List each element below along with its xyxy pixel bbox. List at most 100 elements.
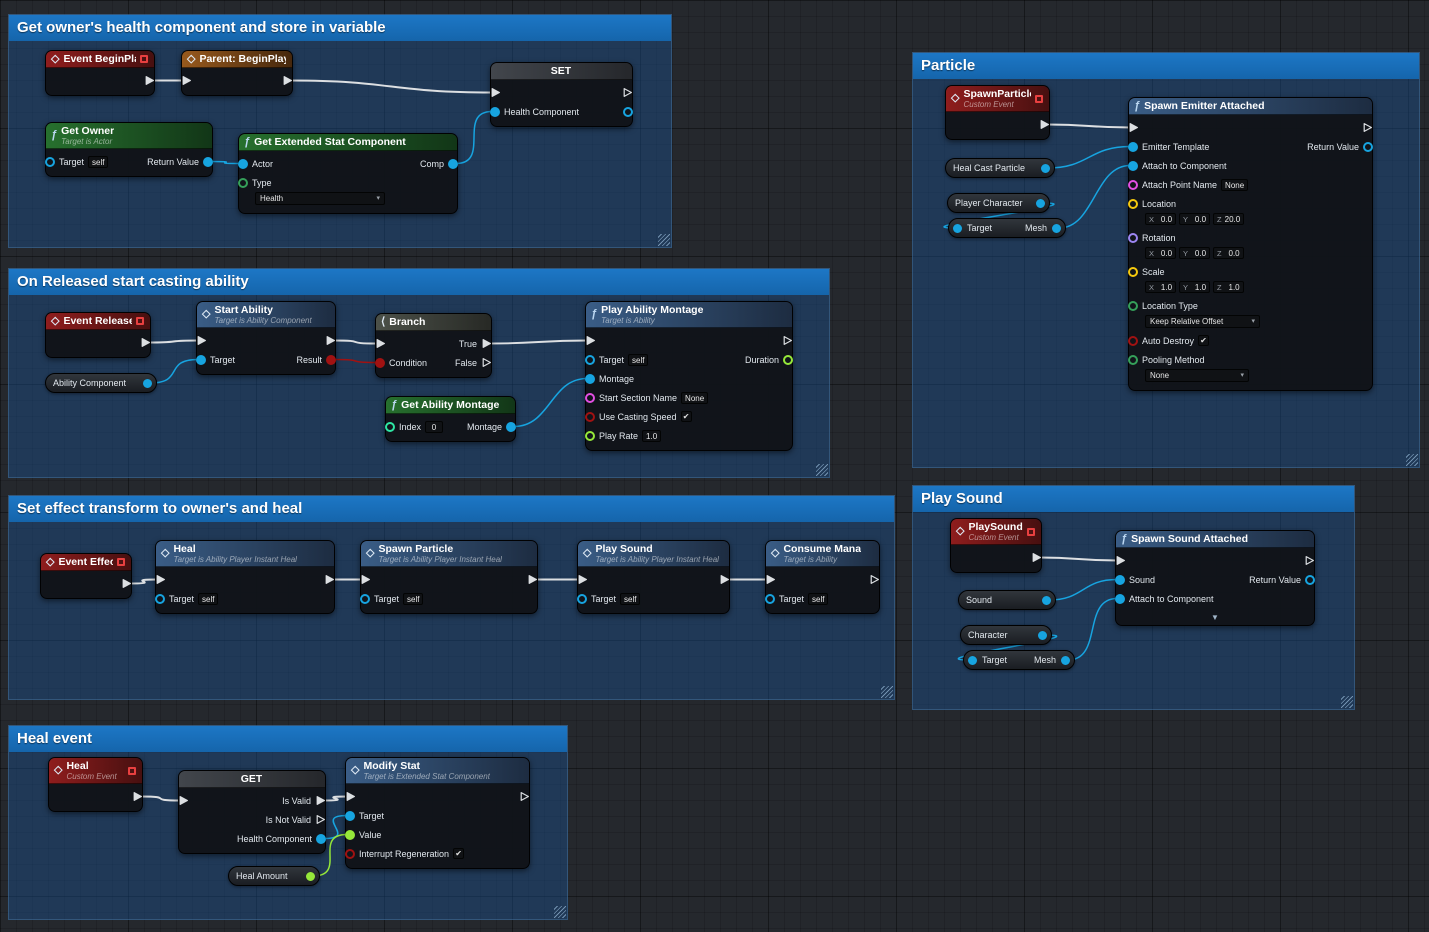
pin-field[interactable]: self: [620, 593, 640, 605]
exec-pin[interactable]: [719, 574, 730, 585]
float-pin[interactable]: [585, 431, 595, 441]
variable-pill-heal_cast_particle_pill[interactable]: Heal Cast Particle: [945, 158, 1055, 178]
float-pin[interactable]: [345, 830, 355, 840]
string-pin[interactable]: [585, 393, 595, 403]
bool-pin[interactable]: [1128, 336, 1138, 346]
node-branch[interactable]: ⟨BranchTrueConditionFalse: [375, 313, 492, 378]
object-pin[interactable]: [345, 811, 355, 821]
exec-pin[interactable]: [181, 75, 192, 86]
vector-pin[interactable]: [1128, 199, 1138, 209]
string-pin[interactable]: [1128, 180, 1138, 190]
object-pin[interactable]: [316, 834, 326, 844]
checkbox[interactable]: ✔: [453, 848, 464, 859]
resize-handle[interactable]: [881, 686, 893, 698]
bool-pin[interactable]: [585, 412, 595, 422]
comment-header[interactable]: Get owner's health component and store i…: [9, 15, 671, 41]
object-pin[interactable]: [203, 157, 213, 167]
exec-pin[interactable]: [527, 574, 538, 585]
vector-field-y[interactable]: Y0.0: [1179, 213, 1210, 225]
comment-header[interactable]: Set effect transform to owner's and heal: [9, 496, 894, 522]
pin-field[interactable]: self: [808, 593, 828, 605]
node-header[interactable]: ◇Event Released: [46, 313, 150, 330]
delegate-pin[interactable]: [1035, 95, 1043, 103]
node-header[interactable]: ƒGet OwnerTarget is Actor: [46, 123, 212, 149]
dropdown[interactable]: Health▾: [255, 192, 385, 205]
node-header[interactable]: ƒPlay Ability MontageTarget is Ability: [586, 302, 792, 328]
object-pin[interactable]: [585, 374, 595, 384]
node-begin_play[interactable]: ◇Event BeginPlay: [45, 50, 155, 96]
enum-pin[interactable]: [238, 178, 248, 188]
object-pin[interactable]: [360, 594, 370, 604]
object-pin[interactable]: [765, 594, 775, 604]
exec-pin[interactable]: [121, 578, 132, 589]
node-start_ability[interactable]: ◇Start AbilityTarget is Ability Componen…: [196, 301, 336, 375]
object-pin[interactable]: [1061, 656, 1070, 665]
variable-pill-heal_amount_pill[interactable]: Heal Amount: [228, 866, 320, 886]
vector-field-z[interactable]: Z20.0: [1213, 213, 1244, 225]
node-play_sound_call[interactable]: ◇Play SoundTarget is Ability Player Inst…: [577, 540, 730, 614]
checkbox[interactable]: ✔: [1198, 335, 1209, 346]
node-spawn_emitter[interactable]: ƒSpawn Emitter AttachedEmitter TemplateR…: [1128, 97, 1373, 391]
comment-header[interactable]: Play Sound: [913, 486, 1354, 512]
comment-header[interactable]: Particle: [913, 53, 1419, 79]
checkbox[interactable]: ✔: [681, 411, 692, 422]
exec-pin[interactable]: [490, 87, 501, 98]
exec-pin[interactable]: [132, 791, 143, 802]
dropdown[interactable]: Keep Relative Offset▾: [1145, 315, 1260, 328]
exec-pin[interactable]: [1304, 555, 1315, 566]
pin-field[interactable]: 1.0: [642, 430, 661, 442]
exec-pin[interactable]: [519, 791, 530, 802]
object-pin[interactable]: [196, 355, 206, 365]
object-pin[interactable]: [1128, 142, 1138, 152]
node-header[interactable]: ◇Spawn ParticleTarget is Ability Player …: [361, 541, 537, 567]
object-pin[interactable]: [953, 224, 962, 233]
delegate-pin[interactable]: [1027, 528, 1035, 536]
object-pin[interactable]: [1115, 575, 1125, 585]
dropdown[interactable]: None▾: [1145, 369, 1249, 382]
vector-field-x[interactable]: X1.0: [1145, 281, 1176, 293]
exec-pin[interactable]: [1362, 122, 1373, 133]
exec-pin[interactable]: [144, 75, 155, 86]
exec-pin[interactable]: [622, 87, 633, 98]
pin-field[interactable]: self: [403, 593, 423, 605]
exec-pin[interactable]: [481, 338, 492, 349]
pin-field[interactable]: self: [628, 354, 648, 366]
exec-pin[interactable]: [765, 574, 776, 585]
node-heal_call[interactable]: ◇HealTarget is Ability Player Instant He…: [155, 540, 335, 614]
object-pin[interactable]: [1041, 164, 1050, 173]
exec-pin[interactable]: [869, 574, 880, 585]
node-header[interactable]: ◇Event BeginPlay: [46, 51, 154, 68]
exec-pin[interactable]: [1039, 119, 1050, 130]
node-header[interactable]: ƒSpawn Sound Attached: [1116, 531, 1314, 548]
vector-pin[interactable]: [1128, 267, 1138, 277]
exec-pin[interactable]: [577, 574, 588, 585]
bool-pin[interactable]: [375, 358, 385, 368]
exec-pin[interactable]: [782, 335, 793, 346]
object-pin[interactable]: [45, 157, 55, 167]
exec-pin[interactable]: [178, 795, 189, 806]
bool-pin[interactable]: [326, 355, 336, 365]
node-set_health[interactable]: SETHealth Component: [490, 62, 633, 127]
object-pin[interactable]: [1042, 596, 1051, 605]
node-get_node[interactable]: GETIs ValidIs Not ValidHealth Component: [178, 770, 326, 854]
variable-pill-mesh_pill_1[interactable]: TargetMesh: [948, 218, 1066, 238]
vector-field-z[interactable]: Z1.0: [1213, 281, 1244, 293]
node-header[interactable]: ◇Play SoundTarget is Ability Player Inst…: [578, 541, 729, 567]
variable-pill-sound_pill[interactable]: Sound: [958, 590, 1056, 610]
node-header[interactable]: ◇Modify StatTarget is Extended Stat Comp…: [346, 758, 529, 784]
object-pin[interactable]: [1115, 594, 1125, 604]
node-playsound_event[interactable]: ◇PlaySoundCustom Event: [950, 518, 1042, 573]
exec-pin[interactable]: [196, 335, 207, 346]
node-header[interactable]: ◇HealCustom Event: [49, 758, 142, 784]
bool-pin[interactable]: [345, 849, 355, 859]
exec-pin[interactable]: [324, 574, 335, 585]
node-header[interactable]: ƒGet Extended Stat Component: [239, 134, 457, 151]
node-header[interactable]: ⟨Branch: [376, 314, 491, 331]
node-event_effect[interactable]: ◇Event Effect: [40, 553, 132, 599]
exec-pin[interactable]: [1115, 555, 1126, 566]
node-spawn_sound[interactable]: ƒSpawn Sound AttachedSoundReturn ValueAt…: [1115, 530, 1315, 626]
node-header[interactable]: ◇Start AbilityTarget is Ability Componen…: [197, 302, 335, 328]
object-pin[interactable]: [155, 594, 165, 604]
resize-handle[interactable]: [554, 906, 566, 918]
